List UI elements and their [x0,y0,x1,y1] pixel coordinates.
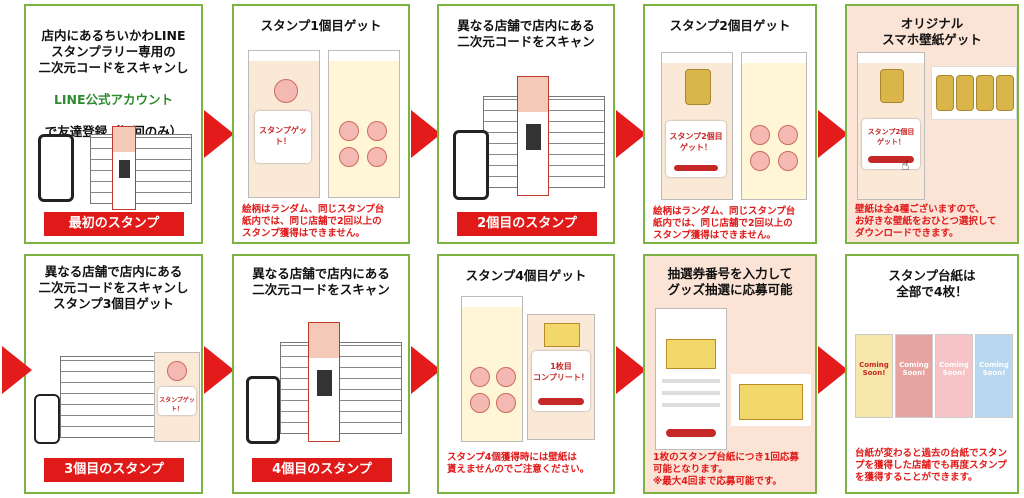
qr-stand [308,322,340,442]
stamp-sheet-3: Coming Soon! [935,334,973,418]
phone-icon [246,376,280,444]
step-card-2: スタンプ1個目ゲット スタンプゲット！ 絵柄はランダム、同じスタンプ台 紙内では… [232,4,410,244]
complete-popup: 1枚目 コンプリート！ [532,351,590,411]
arrow-right-icon [411,346,441,394]
step-5-note: 壁紙は全4種ございますので、 お好きな壁紙をおひとつ選択して ダウンロードできま… [855,204,997,239]
step-4-title: スタンプ2個目ゲット [669,18,791,33]
arrow-right-icon [616,346,646,394]
stamp-card-screenshot [461,296,523,442]
badge-third-stamp: 3個目のスタンプ [44,458,184,482]
coming-soon-label: Coming Soon! [859,361,889,377]
lottery-form-screenshot [655,308,727,450]
arrow-right-icon [818,110,848,158]
stamp-get-popup: スタンプゲット！ [255,111,311,163]
step-card-5: オリジナル スマホ壁紙ゲット スタンプ2個目 ゲット！ ☝ 壁紙は全4種ございま… [845,4,1019,244]
step-9-title: 抽選券番号を入力して グッズ抽選に応募可能 [667,266,793,297]
stamp-sheet-2: Coming Soon! [895,334,933,418]
arrow-right-icon [616,110,646,158]
step-10-title: スタンプ台紙は 全部で4枚！ [888,268,976,299]
app-screenshot-popup: スタンプゲット！ [154,352,200,442]
badge-first-stamp: 最初のスタンプ [44,212,184,236]
shelf [90,134,192,204]
coming-soon-label: Coming Soon! [979,361,1009,377]
step-8-note: スタンプ4個獲得時には壁紙は 貰えませんのでご注意ください。 [447,452,590,475]
stamp-card-screenshot [741,52,807,200]
complete-screenshot: 1枚目 コンプリート！ [527,314,595,440]
step-card-9: 抽選券番号を入力して グッズ抽選に応募可能 1枚のスタンプ台紙につき1回応募 可… [643,254,817,494]
step-2-note: 絵柄はランダム、同じスタンプ台 紙内では、同じ店舗で2回以上の スタンプ獲得はで… [242,204,385,239]
coming-soon-label: Coming Soon! [899,361,929,377]
step-card-7: 異なる店舗で店内にある 二次元コードをスキャン 4個目のスタンプ [232,254,410,494]
goods-image [731,374,811,426]
step-card-8: スタンプ4個目ゲット 1枚目 コンプリート！ スタンプ4個獲得時には壁紙は 貰え… [437,254,615,494]
step-10-note: 台紙が変わると過去の台紙でスタン プを獲得した店舗でも再度スタンプ を獲得するこ… [855,448,1008,483]
step-4-note: 絵柄はランダム、同じスタンプ台 紙内では、同じ店舗で2回以上の スタンプ獲得はで… [653,206,796,241]
shelf [60,356,162,438]
shelf [280,342,402,434]
store-illustration [30,326,200,446]
phone-icon [453,130,489,200]
arrow-right-icon [204,110,234,158]
phone-icon [34,394,60,444]
step-1-title-line: 店内にあるちいかわLINE スタンプラリー専用の 二次元コードをスキャンし [38,28,189,75]
stamp-sheet-4: Coming Soon! [975,334,1013,418]
step-7-title: 異なる店舗で店内にある 二次元コードをスキャン [252,266,390,297]
arrow-right-icon [818,346,848,394]
app-screenshot-popup: スタンプゲット！ [248,50,320,198]
qr-stand [517,76,549,196]
phone-icon [38,134,74,202]
store-illustration [30,126,200,216]
step-1-title-green: LINE公式アカウント [53,92,174,107]
app-screenshot-popup: スタンプ2個目 ゲット！ [661,52,733,200]
step-1-title: 店内にあるちいかわLINE スタンプラリー専用の 二次元コードをスキャンし LI… [26,12,201,140]
stamp-sheet-1: Coming Soon! [855,334,893,418]
hand-cursor-icon: ☝ [901,158,910,174]
step-2-title: スタンプ1個目ゲット [260,18,382,33]
step-card-3: 異なる店舗で店内にある 二次元コードをスキャン 2個目のスタンプ [437,4,615,244]
step-6-title: 異なる店舗で店内にある 二次元コードをスキャンし スタンプ3個目ゲット [38,264,189,311]
step-card-4: スタンプ2個目ゲット スタンプ2個目 ゲット！ 絵柄はランダム、同じスタンプ台 … [643,4,817,244]
stamp-card-screenshot [328,50,400,198]
stamp-get-popup: スタンプゲット！ [158,387,196,415]
arrow-right-icon [411,110,441,158]
step-8-title: スタンプ4個目ゲット [465,268,587,283]
step-card-1: 店内にあるちいかわLINE スタンプラリー専用の 二次元コードをスキャンし LI… [24,4,203,244]
badge-second-stamp: 2個目のスタンプ [457,212,597,236]
arrow-right-icon [2,346,32,394]
popup-label: スタンプゲット！ [159,397,195,413]
popup-label: 1枚目 コンプリート！ [533,362,589,382]
wallpaper-popup: スタンプ2個目 ゲット！ [862,119,920,169]
step-card-10: スタンプ台紙は 全部で4枚！ Coming Soon! Coming Soon!… [845,254,1019,494]
coming-soon-label: Coming Soon! [939,361,969,377]
badge-fourth-stamp: 4個目のスタンプ [252,458,392,482]
qr-stand [112,126,136,210]
store-illustration [443,66,613,206]
arrow-right-icon [204,346,234,394]
stamp-get-popup: スタンプ2個目 ゲット！ [666,121,726,177]
popup-label: スタンプ2個目 ゲット！ [867,128,915,146]
step-5-title: オリジナル スマホ壁紙ゲット [882,16,982,47]
popup-label: スタンプ2個目 ゲット！ [669,132,723,152]
wallpaper-samples [931,66,1017,120]
step-3-title: 異なる店舗で店内にある 二次元コードをスキャン [457,18,595,49]
app-screenshot-popup: スタンプ2個目 ゲット！ [857,52,925,200]
step-card-6: 異なる店舗で店内にある 二次元コードをスキャンし スタンプ3個目ゲット スタンプ… [24,254,203,494]
popup-label: スタンプゲット！ [259,126,307,146]
store-illustration [238,316,408,446]
step-9-note: 1枚のスタンプ台紙につき1回応募 可能となります。 ※最大4回まで応募可能です。 [653,452,799,487]
